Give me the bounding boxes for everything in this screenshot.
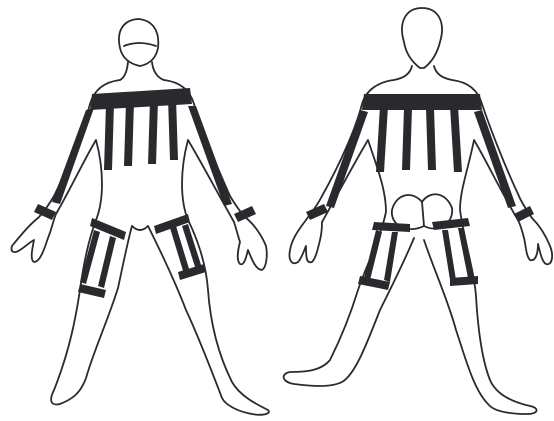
- back-head: [402, 8, 442, 68]
- front-shoulder-band: [90, 88, 192, 110]
- back-thigh-right-band-2: [458, 228, 474, 278]
- back-thigh-left-top-band: [372, 222, 410, 232]
- front-torso-band-1: [104, 104, 114, 170]
- back-torso-band-4: [450, 106, 462, 172]
- back-wrist-right-band: [514, 206, 534, 222]
- back-thigh-left-band-1: [364, 230, 382, 280]
- front-torso-band-2: [124, 102, 134, 166]
- back-arm-left-band: [326, 110, 368, 208]
- front-neck-right: [152, 62, 164, 80]
- back-thigh-right-top-band: [432, 218, 470, 230]
- back-torso-band-2: [402, 108, 412, 170]
- front-thigh-left-band-2: [98, 236, 116, 288]
- front-arm-right-band: [188, 106, 232, 206]
- back-arm-right-band: [474, 110, 516, 208]
- back-torso-band-3: [426, 108, 436, 170]
- back-body-right: [424, 66, 552, 414]
- back-torso-band-1: [376, 106, 388, 172]
- front-crotch: [132, 226, 148, 230]
- back-thigh-right-band-1: [442, 230, 456, 280]
- front-torso-band-3: [148, 100, 158, 164]
- back-thigh-left-band-2: [384, 232, 398, 282]
- back-cleft: [422, 202, 424, 226]
- front-figure: [11, 19, 268, 415]
- front-jaw-line: [124, 43, 156, 46]
- back-figure: [284, 8, 552, 414]
- front-body-right: [148, 80, 269, 415]
- front-torso-band-4: [168, 98, 178, 160]
- front-neck-left: [120, 62, 128, 80]
